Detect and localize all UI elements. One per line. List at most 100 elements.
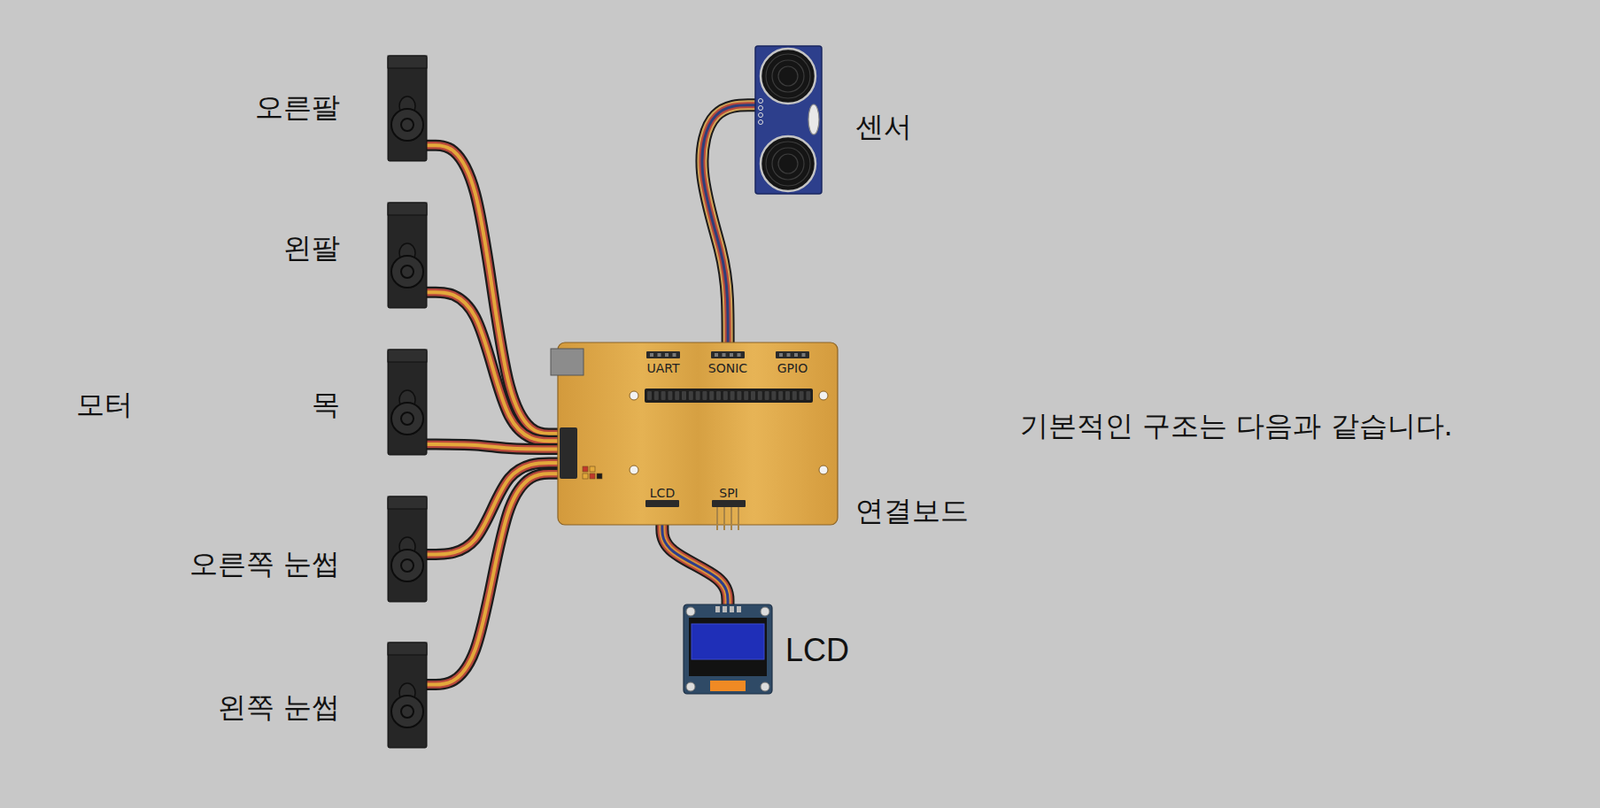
mount-hole	[629, 465, 639, 475]
lcd-pin	[729, 606, 735, 613]
pad	[582, 466, 588, 472]
description-text: 기본적인 구조는 다음과 같습니다.	[1020, 409, 1454, 443]
lcd-pin	[736, 606, 742, 613]
servo-art	[387, 202, 427, 309]
wire-strand	[426, 292, 558, 441]
header-pin	[730, 391, 735, 401]
sensor-pin	[758, 120, 764, 125]
header-pin	[779, 353, 783, 357]
header-pin	[794, 353, 798, 357]
header-pin	[716, 391, 721, 401]
wire-strand	[426, 444, 558, 449]
servo-connector	[559, 427, 578, 480]
header-pin	[792, 391, 797, 401]
servo-gear	[391, 108, 424, 141]
lcd-pin	[715, 606, 720, 613]
pin-header	[711, 351, 745, 359]
wire-strand	[662, 525, 728, 605]
header-pin	[709, 391, 714, 401]
transducer	[760, 136, 816, 192]
lcd-pin	[722, 606, 727, 613]
header-pin	[674, 391, 680, 401]
header-pin	[737, 507, 740, 531]
header-pin	[649, 353, 654, 357]
ultrasonic-sensor: 센서	[755, 46, 822, 194]
cable	[426, 444, 558, 449]
sensor-art	[755, 46, 822, 194]
transducer-mesh	[765, 54, 811, 99]
sensor-pin	[758, 99, 764, 104]
mount-hole	[686, 607, 696, 617]
header-pin	[664, 353, 669, 357]
servo-shaft	[401, 559, 414, 572]
mount-hole	[819, 465, 828, 475]
header-pin	[723, 507, 726, 531]
servo-cap	[387, 642, 427, 656]
transducer-mesh	[765, 141, 811, 186]
servo-motor: 오른쪽 눈썹	[387, 496, 427, 603]
servo-art	[387, 496, 427, 603]
header-label: SONIC	[708, 361, 748, 376]
lcd-pcb	[683, 604, 773, 695]
mount-hole	[629, 391, 639, 401]
servo-body	[387, 496, 427, 603]
wire-strand	[426, 292, 558, 441]
header-pin	[714, 353, 719, 357]
servo-body	[387, 349, 427, 456]
pin-header	[645, 500, 680, 508]
servo-shaft	[401, 412, 414, 426]
wire-strand	[426, 444, 558, 449]
servo-gear	[391, 549, 424, 582]
node-label: 오른쪽 눈썹	[189, 547, 341, 580]
node-label: LCD	[785, 632, 850, 669]
node-label: 센서	[855, 110, 913, 144]
group-label: 모터	[76, 388, 133, 422]
header-pin	[802, 353, 806, 357]
header-pin	[661, 391, 666, 401]
header-pin	[729, 353, 734, 357]
cable	[702, 105, 756, 343]
servo-motor: 목	[387, 349, 427, 456]
header-pin	[771, 391, 776, 401]
servo-motor: 왼팔	[387, 202, 427, 309]
lcd-screen	[691, 624, 765, 660]
transducer-mesh	[778, 154, 798, 174]
wire-strand	[426, 292, 558, 441]
sensor-board	[755, 46, 822, 194]
mount-hole	[686, 682, 696, 692]
header-pin	[688, 391, 694, 401]
sensor-pin	[758, 113, 764, 118]
node-label: 왼쪽 눈썹	[217, 690, 341, 724]
node-label: 목	[311, 387, 341, 421]
header-label: UART	[646, 361, 680, 376]
transducer-mesh	[772, 147, 804, 180]
lcd-module: LCD	[683, 604, 773, 695]
wire-strand	[662, 525, 728, 605]
servo-art	[387, 642, 427, 749]
servo-art	[387, 55, 427, 162]
pin-header	[775, 351, 810, 359]
wire-strand	[426, 473, 558, 685]
servo-motor: 오른팔	[387, 55, 427, 162]
servo-shaft	[401, 265, 414, 279]
crystal	[808, 104, 820, 135]
wire-strand	[702, 105, 756, 343]
header-pin	[736, 391, 742, 401]
transducer-mesh	[772, 60, 804, 93]
servo-cap	[387, 55, 427, 69]
wire-strand	[426, 444, 558, 449]
board-pcb	[557, 342, 838, 526]
servo-cap	[387, 496, 427, 510]
servo-cap	[387, 202, 427, 216]
cable	[426, 473, 558, 685]
lcd-art	[683, 604, 773, 695]
header-pin	[657, 353, 662, 357]
node-label: 오른팔	[255, 90, 341, 124]
sensor-pin	[758, 106, 764, 111]
servo-motor: 왼쪽 눈썹	[387, 642, 427, 749]
header-pin	[799, 391, 804, 401]
servo-gear	[391, 255, 424, 288]
pad	[589, 466, 596, 472]
servo-body	[387, 642, 427, 749]
mount-hole	[819, 391, 828, 401]
